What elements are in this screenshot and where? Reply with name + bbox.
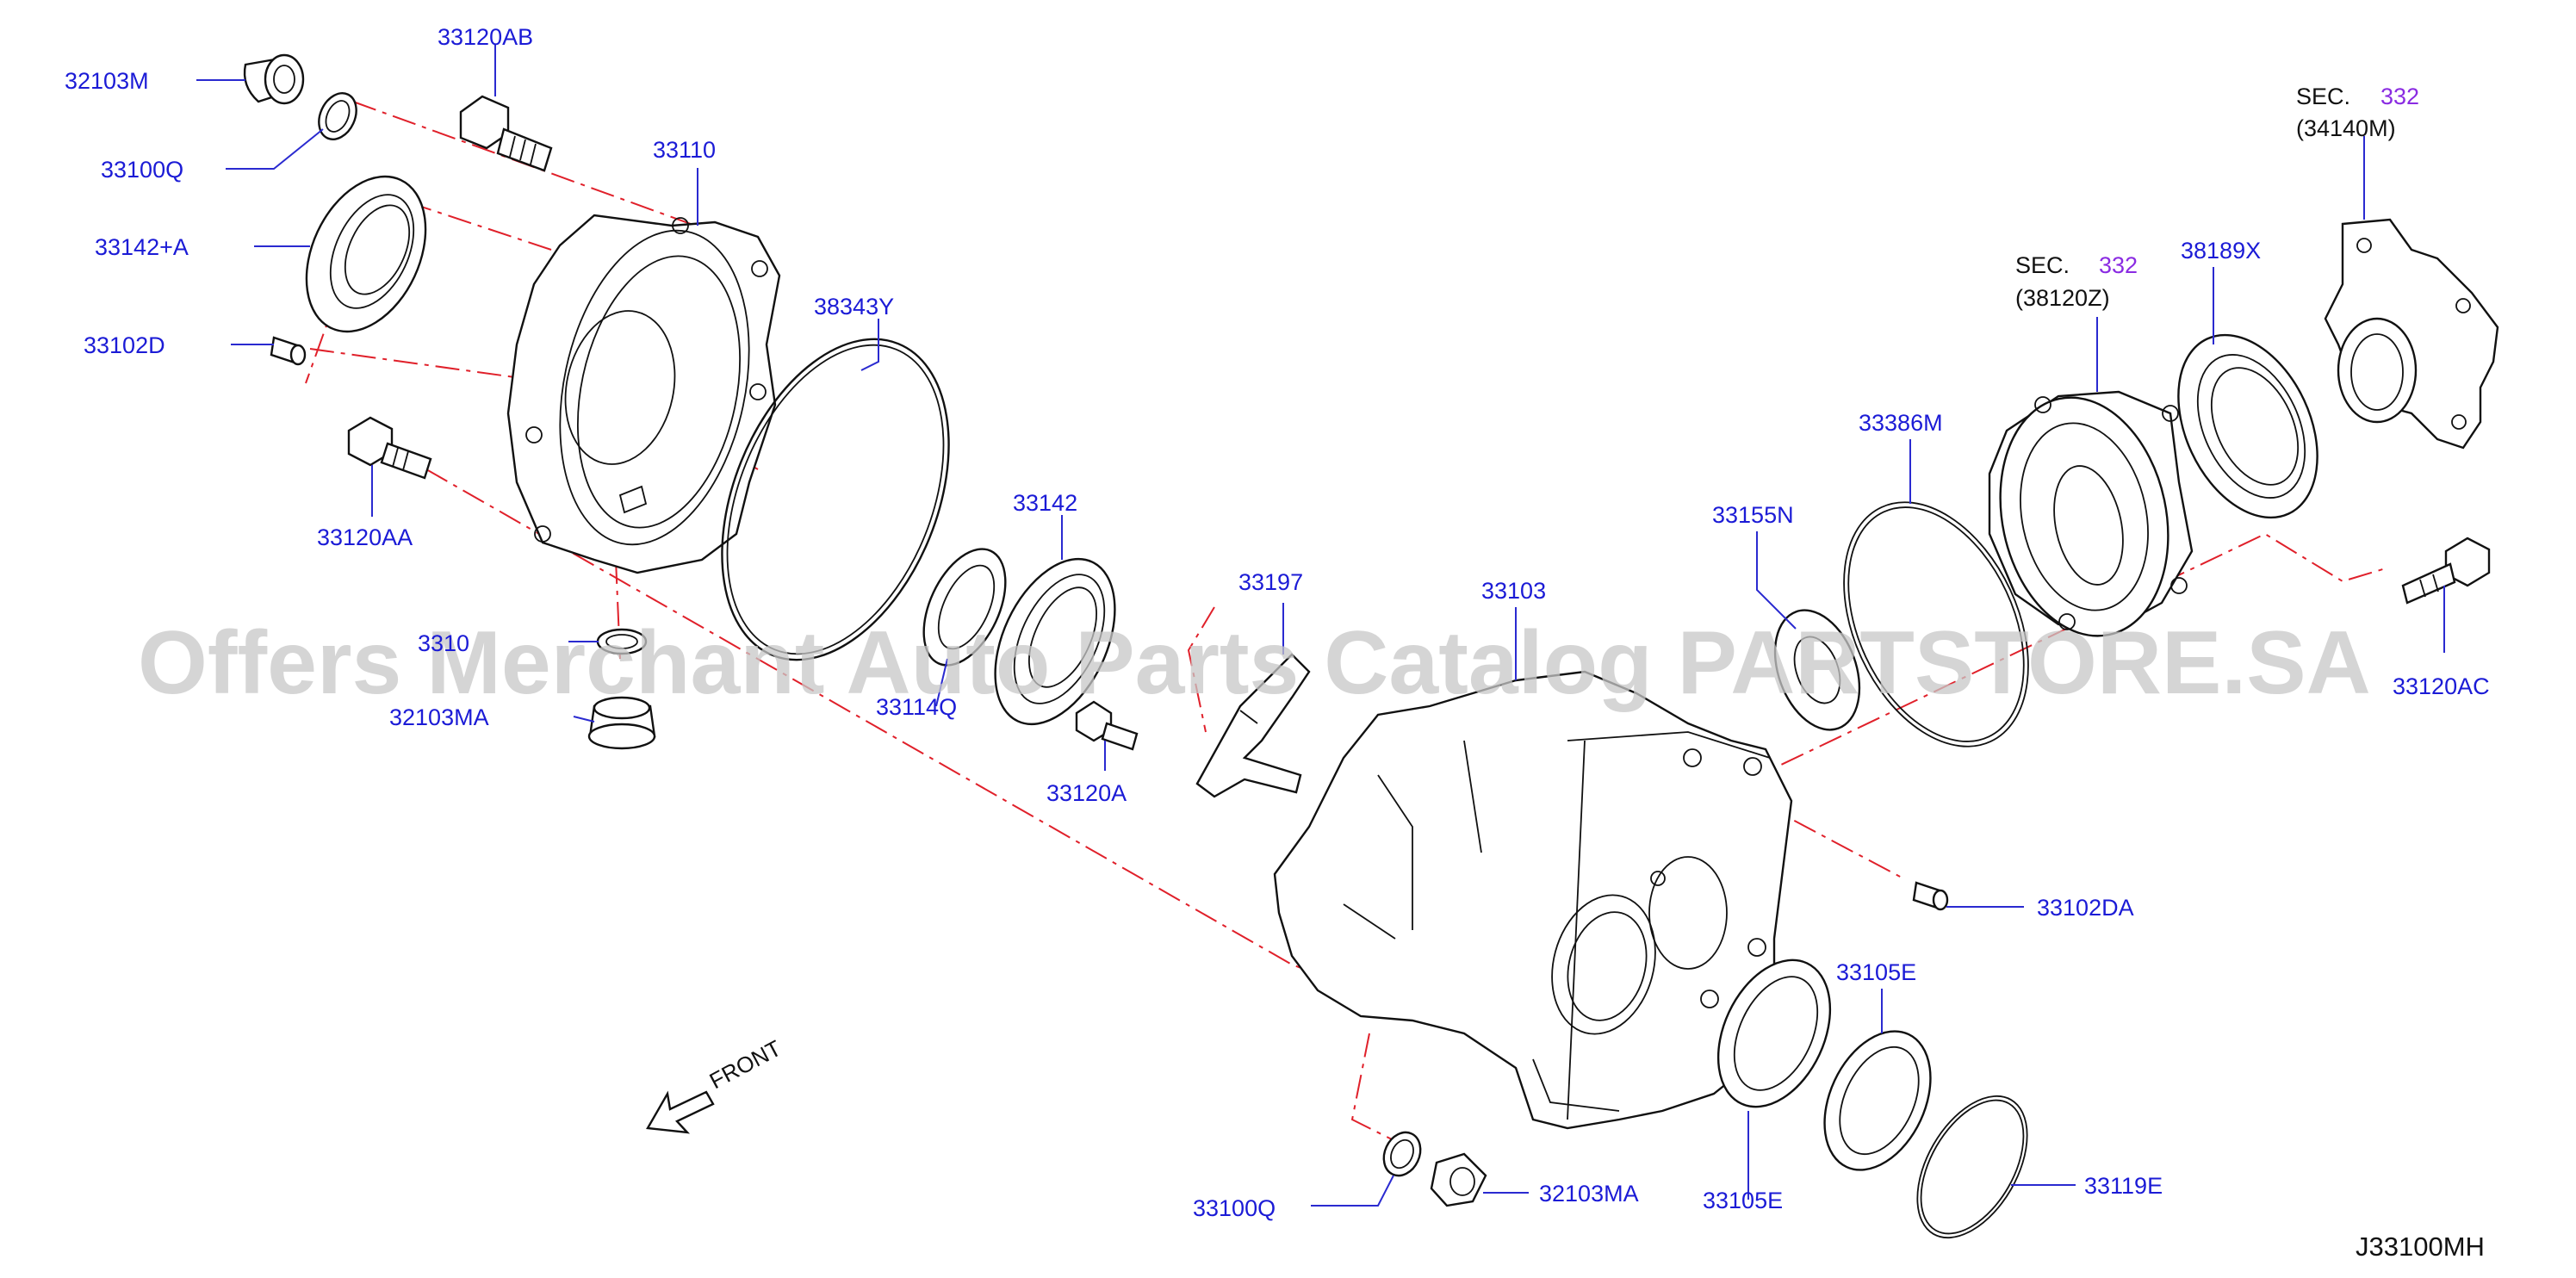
o-ring-33386m-icon[interactable] xyxy=(1808,473,2065,776)
label-32103ma-bottom[interactable]: 32103MA xyxy=(1539,1181,1639,1207)
label-33110[interactable]: 33110 xyxy=(653,137,716,163)
front-indicator: FRONT xyxy=(646,1035,785,1134)
bearing-retainer-38120z-icon[interactable] xyxy=(1979,382,2194,651)
label-38343y[interactable]: 38343Y xyxy=(814,294,894,320)
oil-seal-33105e-lower-icon[interactable] xyxy=(1696,942,1852,1125)
companion-flange-34140m-icon[interactable] xyxy=(2324,218,2499,450)
o-ring-33119e-icon[interactable] xyxy=(1895,1077,2050,1256)
plug-32103m-icon[interactable] xyxy=(243,53,305,105)
part-labels: 32103M 33120AB 33100Q 33110 33142+A 3310… xyxy=(65,24,2490,1221)
label-33386m[interactable]: 33386M xyxy=(1859,410,1943,436)
label-33155n[interactable]: 33155N xyxy=(1712,502,1794,528)
front-cover-33110-icon[interactable] xyxy=(506,213,781,574)
transfer-case-33103-icon[interactable] xyxy=(1273,670,1793,1130)
thrust-washer-33155n-icon[interactable] xyxy=(1760,599,1875,741)
label-33120a[interactable]: 33120A xyxy=(1046,780,1127,806)
label-3310-partial[interactable]: 3310 xyxy=(418,630,469,656)
bolt-33120ab-icon[interactable] xyxy=(459,95,553,172)
label-33119e[interactable]: 33119E xyxy=(2084,1173,2163,1199)
label-33105e-top[interactable]: 33105E xyxy=(1836,959,1916,985)
label-33120ac[interactable]: 33120AC xyxy=(2393,673,2490,699)
label-33114q[interactable]: 33114Q xyxy=(876,694,957,720)
oil-seal-33142a-icon[interactable] xyxy=(283,158,450,351)
dowel-pin-33102da-icon[interactable] xyxy=(1912,881,1949,911)
bolt-33120ac-icon[interactable] xyxy=(2401,537,2491,605)
label-33142[interactable]: 33142 xyxy=(1013,490,1077,516)
label-32103ma-left[interactable]: 32103MA xyxy=(389,704,489,730)
label-34140m[interactable]: (34140M) xyxy=(2296,115,2396,141)
oil-seal-33142-icon[interactable] xyxy=(971,540,1139,743)
bolt-33120aa-icon[interactable] xyxy=(347,416,432,480)
dowel-pin-33102d-icon[interactable] xyxy=(270,336,307,366)
plug-32103ma-bottom-icon[interactable] xyxy=(1430,1152,1487,1207)
label-sec-332-1[interactable]: 332 xyxy=(2099,252,2138,278)
diagram-reference: J33100MH xyxy=(2356,1231,2485,1262)
label-33105e-bottom[interactable]: 33105E xyxy=(1703,1188,1783,1213)
label-33102d[interactable]: 33102D xyxy=(84,332,165,358)
washer-33100q-bottom-icon[interactable] xyxy=(1377,1126,1427,1182)
label-33100q-top[interactable]: 33100Q xyxy=(101,157,183,183)
label-38120z[interactable]: (38120Z) xyxy=(2015,285,2110,311)
label-sec-332-2[interactable]: 332 xyxy=(2380,84,2419,109)
bolt-33120a-icon[interactable] xyxy=(1075,700,1139,751)
label-33197[interactable]: 33197 xyxy=(1238,569,1303,595)
label-33103[interactable]: 33103 xyxy=(1481,578,1546,604)
front-label: FRONT xyxy=(705,1035,785,1095)
label-sec-prefix-2: SEC. xyxy=(2296,84,2350,109)
guide-plate-33197-icon[interactable] xyxy=(1195,653,1311,798)
label-38189x[interactable]: 38189X xyxy=(2181,238,2261,264)
label-33120ab[interactable]: 33120AB xyxy=(438,24,533,50)
seal-33114q-icon[interactable] xyxy=(907,537,1021,678)
leader-lines xyxy=(196,45,2445,1207)
label-33102da[interactable]: 33102DA xyxy=(2037,895,2134,921)
oil-seal-38189x-icon[interactable] xyxy=(2151,313,2344,540)
washer-33100q-top-icon[interactable] xyxy=(312,87,363,146)
front-arrow-icon xyxy=(646,1090,715,1134)
label-33100q-bottom[interactable]: 33100Q xyxy=(1193,1195,1276,1221)
plug-32103ma-left-icon[interactable] xyxy=(587,696,656,750)
o-ring-38343y-icon[interactable] xyxy=(679,306,993,693)
label-33120aa[interactable]: 33120AA xyxy=(317,524,413,550)
watermark: Offers Merchant Auto Parts Catalog PARTS… xyxy=(138,613,2371,713)
oil-seal-33105e-upper-icon[interactable] xyxy=(1803,1014,1952,1188)
label-33142a[interactable]: 33142+A xyxy=(95,234,189,260)
label-sec-prefix-1: SEC. xyxy=(2015,252,2070,278)
label-32103m[interactable]: 32103M xyxy=(65,68,149,94)
